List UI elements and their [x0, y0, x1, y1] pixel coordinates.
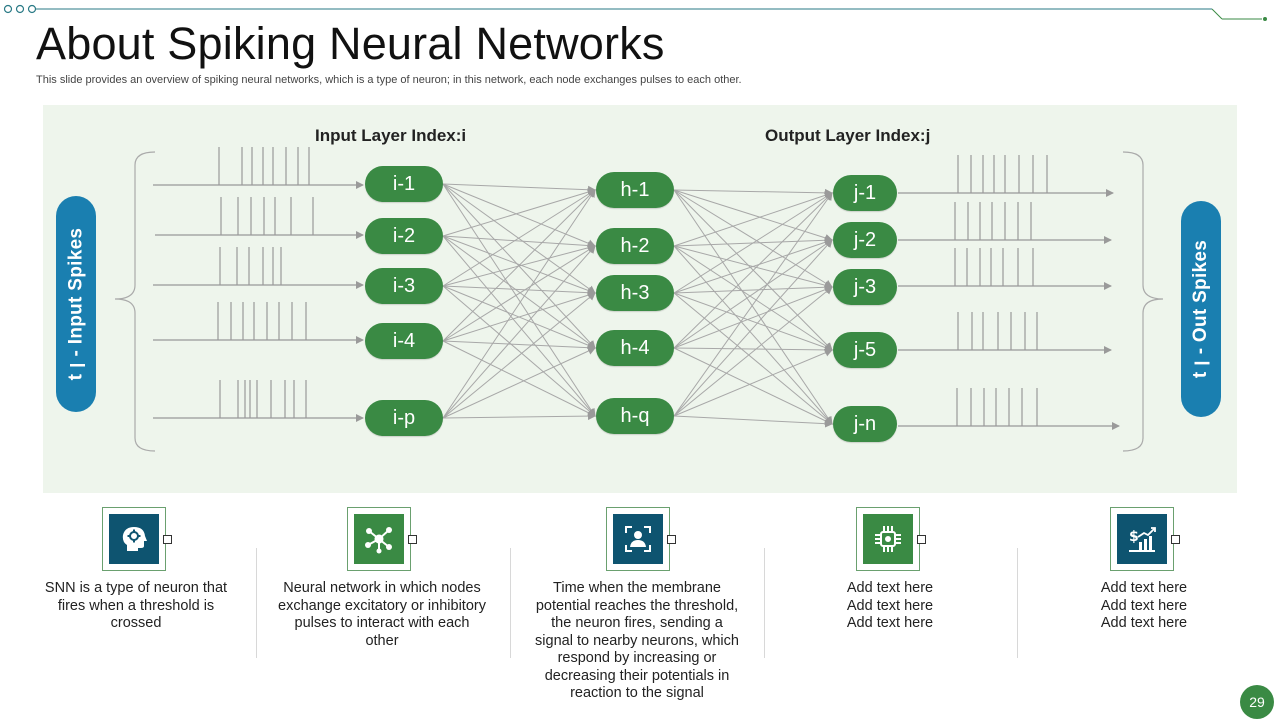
hidden-node-4: h-4	[596, 330, 674, 366]
edge-i3-h5	[442, 285, 596, 417]
edge-i5-h3	[442, 292, 596, 419]
hidden-node-3: h-3	[596, 275, 674, 311]
feature-5-iconbox: $	[1110, 507, 1180, 571]
output-layer-label: Output Layer Index:j	[765, 126, 931, 145]
edge-h4-j4	[673, 345, 833, 354]
feature-2-text: Neural network in which nodes exchange e…	[278, 580, 486, 649]
edge-i4-h2	[442, 245, 596, 342]
input-node-4: i-4	[365, 323, 443, 359]
input-spikes-label: t ן - Input Spikes	[65, 227, 86, 381]
edge-i1-h5	[442, 183, 596, 417]
edge-h3-j5	[673, 292, 833, 425]
page-title: About Spiking Neural Networks	[36, 18, 665, 69]
hidden-node-q: h-q	[596, 398, 674, 434]
edge-i2-h4	[442, 235, 596, 349]
edge-h4-j3	[673, 285, 833, 349]
edge-i5-h2	[442, 245, 596, 419]
edge-h4-j1	[673, 192, 833, 349]
output-spikes-pill: t ן - Out Spikes	[1181, 201, 1221, 417]
chip-icon	[863, 514, 913, 564]
edge-i5-h1	[442, 189, 596, 419]
snn-diagram: Input Layer Index:i Output Layer Index:j…	[43, 105, 1237, 493]
input-layer-label: Input Layer Index:i	[315, 126, 467, 145]
divider-2	[510, 548, 511, 658]
output-node-5: j-5	[833, 332, 897, 368]
hidden-node-1: h-1	[596, 172, 674, 208]
page-number: 29	[1240, 685, 1274, 719]
edge-h2-j4	[673, 245, 833, 351]
edge-i1-h1	[442, 183, 596, 194]
divider-3	[764, 548, 765, 658]
edge-h3-j2	[673, 238, 833, 294]
edge-h1-j1	[673, 188, 833, 197]
edge-h1-j2	[673, 189, 833, 242]
feature-1-text: SNN is a type of neuron that fires when …	[44, 580, 228, 631]
right-brace	[1122, 151, 1164, 452]
edge-h5-j1	[673, 192, 833, 417]
edge-i5-h5	[442, 412, 596, 421]
edge-h3-j4	[673, 292, 833, 352]
feature-4-text: Add text here Add text here Add text her…	[846, 580, 934, 631]
edge-i4-h4	[442, 340, 596, 352]
hidden-node-2: h-2	[596, 228, 674, 264]
edge-h5-j3	[673, 286, 833, 417]
edge-i3-h1	[442, 189, 596, 287]
output-node-n: j-n	[833, 406, 897, 442]
edge-i4-h3	[442, 291, 596, 342]
edge-i4-h5	[442, 340, 596, 417]
edge-i5-h4	[442, 347, 596, 419]
dollar-chart-icon: $	[1117, 514, 1167, 564]
edge-h4-j5	[673, 347, 833, 425]
feature-3-text: Time when the membrane potential reaches…	[535, 580, 739, 701]
output-node-3: j-3	[833, 269, 897, 305]
edge-h1-j3	[673, 189, 833, 288]
brain-gear-icon	[109, 514, 159, 564]
input-spikes-pill: t ן - Input Spikes	[56, 196, 96, 412]
divider-1	[256, 548, 257, 658]
divider-4	[1017, 548, 1018, 658]
input-node-2: i-2	[365, 218, 443, 254]
feature-5-text: Add text here Add text here Add text her…	[1100, 580, 1188, 631]
edge-h3-j3	[673, 283, 833, 294]
left-brace	[114, 151, 156, 452]
svg-text:$: $	[1129, 529, 1139, 545]
feature-4-iconbox	[856, 507, 926, 571]
edge-i2-h3	[442, 235, 596, 295]
edge-h3-j1	[673, 192, 833, 294]
edge-h1-j5	[673, 189, 833, 425]
edge-h4-j2	[673, 239, 833, 349]
focus-person-icon	[613, 514, 663, 564]
top-decoration	[3, 4, 1267, 21]
output-node-1: j-1	[833, 175, 897, 211]
edge-h2-j1	[673, 191, 833, 247]
diagram-connections	[114, 147, 1164, 452]
edge-h2-j5	[673, 245, 833, 425]
network-nodes-icon	[354, 514, 404, 564]
edge-i4-h1	[442, 189, 596, 342]
input-node-1: i-1	[365, 166, 443, 202]
feature-1-iconbox	[102, 507, 172, 571]
edge-i1-h2	[442, 183, 596, 248]
input-node-3: i-3	[365, 268, 443, 304]
output-node-2: j-2	[833, 222, 897, 258]
edge-h5-j4	[673, 349, 833, 417]
edge-i2-h1	[442, 188, 596, 237]
edge-i2-h2	[442, 235, 596, 250]
input-node-p: i-p	[365, 400, 443, 436]
edge-h5-j2	[673, 239, 833, 417]
page-subtitle: This slide provides an overview of spiki…	[36, 74, 742, 86]
edge-i2-h5	[442, 235, 596, 417]
feature-2-iconbox	[347, 507, 417, 571]
edge-h5-j5	[673, 415, 833, 428]
feature-3-iconbox	[606, 507, 676, 571]
edge-i3-h3	[442, 285, 596, 297]
output-spikes-label: t ן - Out Spikes	[1190, 239, 1211, 379]
